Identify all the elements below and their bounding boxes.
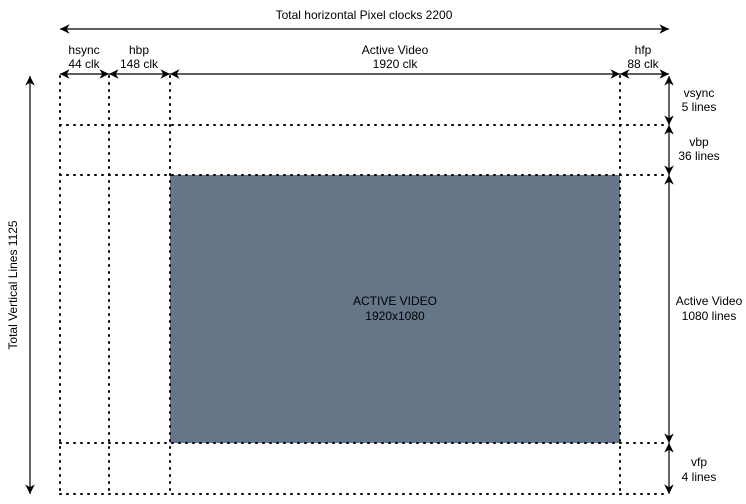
hsync-label: hsync — [68, 43, 99, 57]
vbp-label: vbp — [689, 135, 709, 149]
active-video-resolution: 1920x1080 — [365, 309, 425, 323]
timing-grid — [59, 75, 670, 495]
vfp-label: vfp — [691, 455, 707, 469]
hsync-value: 44 clk — [68, 57, 100, 71]
total-vertical-label: Total Vertical Lines 1125 — [6, 220, 20, 350]
active-video-h-value: 1920 clk — [373, 57, 419, 71]
hbp-value: 148 clk — [120, 57, 159, 71]
vfp-value: 4 lines — [682, 470, 717, 484]
total-horizontal-label: Total horizontal Pixel clocks 2200 — [276, 8, 453, 22]
active-video-h-label: Active Video — [362, 43, 429, 57]
vsync-label: vsync — [684, 86, 715, 100]
hbp-label: hbp — [129, 43, 149, 57]
hfp-value: 88 clk — [627, 57, 659, 71]
vsync-value: 5 lines — [682, 100, 717, 114]
active-video-region — [170, 175, 620, 443]
active-video-v-label: Active Video — [676, 294, 743, 308]
active-video-v-value: 1080 lines — [682, 309, 737, 323]
vbp-value: 36 lines — [678, 149, 719, 163]
hfp-label: hfp — [635, 43, 652, 57]
active-video-label: ACTIVE VIDEO — [353, 294, 437, 308]
